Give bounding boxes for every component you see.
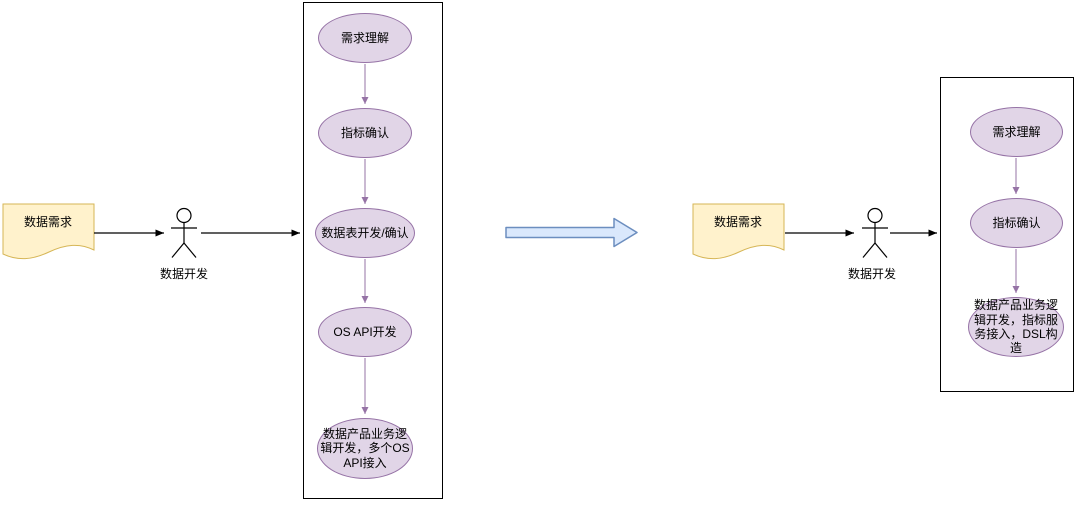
usecase-requirement-understanding-right[interactable]: 需求理解 xyxy=(970,107,1063,157)
document-label-left: 数据需求 xyxy=(23,215,72,229)
actor-leg-left xyxy=(171,242,185,258)
usecase-requirement-understanding-left[interactable]: 需求理解 xyxy=(318,13,412,63)
actor-figure-right[interactable] xyxy=(862,207,888,258)
actor-leg-left xyxy=(862,242,876,258)
usecase-metric-confirmation-right[interactable]: 指标确认 xyxy=(970,198,1063,248)
usecase-metric-confirmation-left[interactable]: 指标确认 xyxy=(318,108,412,158)
system-boundary-right[interactable] xyxy=(940,77,1074,392)
document-shape-left[interactable] xyxy=(2,203,95,260)
usecase-label: 指标确认 xyxy=(340,125,389,140)
document-shape-right[interactable] xyxy=(692,203,785,260)
usecase-label: 需求理解 xyxy=(340,30,389,45)
usecase-label: 数据产品业务逻辑开发，多个OS API接入 xyxy=(320,426,410,470)
usecase-label: 数据产品业务逻辑开发，指标服务接入，DSL构造 xyxy=(973,298,1058,356)
system-boundary-left[interactable] xyxy=(303,2,443,499)
transform-block-arrow[interactable] xyxy=(505,217,638,248)
actor-label-left: 数据开发 xyxy=(159,267,208,281)
actor-leg-right xyxy=(874,242,888,258)
actor-figure-left[interactable] xyxy=(171,207,197,258)
usecase-table-development-left[interactable]: 数据表开发/确认 xyxy=(315,208,415,258)
usecase-label: OS API开发 xyxy=(333,324,397,339)
actor-head xyxy=(867,207,883,224)
usecase-label: 指标确认 xyxy=(992,215,1041,230)
usecase-label: 需求理解 xyxy=(992,124,1041,139)
usecase-label: 数据表开发/确认 xyxy=(321,225,409,240)
usecase-product-logic-development-right[interactable]: 数据产品业务逻辑开发，指标服务接入，DSL构造 xyxy=(968,297,1064,357)
actor-leg-right xyxy=(183,242,197,258)
actor-head xyxy=(176,207,192,224)
document-label-right: 数据需求 xyxy=(713,215,762,229)
usecase-os-api-development-left[interactable]: OS API开发 xyxy=(318,307,412,357)
actor-label-right: 数据开发 xyxy=(847,267,896,281)
usecase-product-logic-development-left[interactable]: 数据产品业务逻辑开发，多个OS API接入 xyxy=(317,418,413,479)
